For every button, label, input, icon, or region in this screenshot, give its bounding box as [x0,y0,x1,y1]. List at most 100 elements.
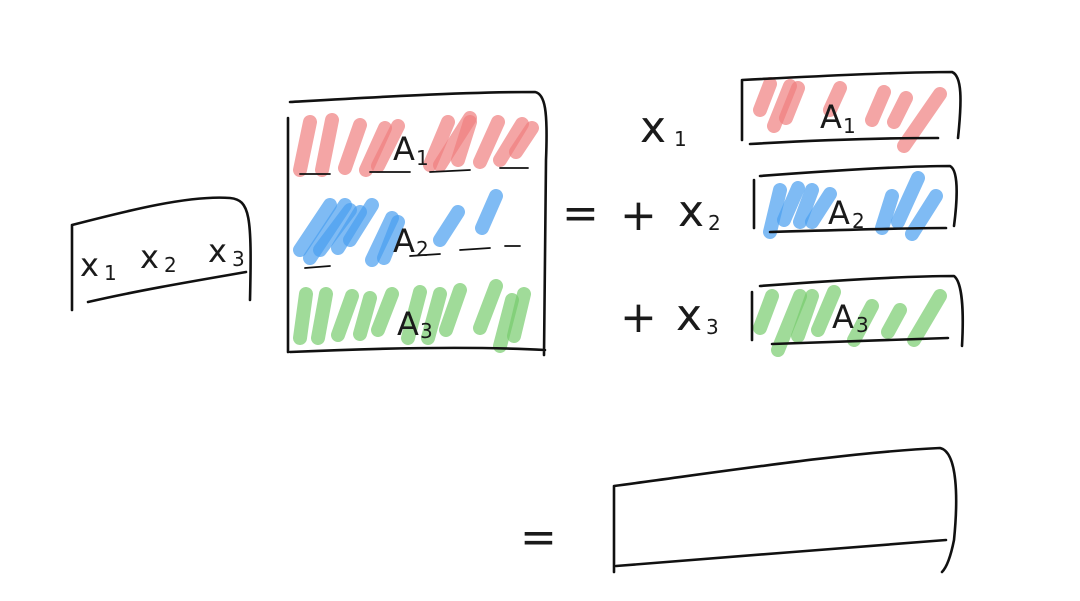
svg-text:A: A [397,305,419,343]
matrix-border [286,90,548,357]
term-2-coefficient: x 2 [678,186,721,237]
term-3-row-stroke-7 [907,289,947,347]
svg-text:x: x [676,290,702,341]
matrix-row-3-stroke-9 [473,279,503,335]
vector-entry-3: x 3 [208,232,245,271]
svg-text:x: x [678,186,704,237]
term-2: + x 2 A 2 [620,164,958,241]
svg-text:2: 2 [852,209,865,233]
term-2-row-stroke-5 [875,189,899,235]
term-2-row-stroke-6 [891,171,925,229]
expansion: = x 1 A 1 + x 2 A 2 [562,70,965,357]
matrix-row-1-stroke-9 [473,115,505,169]
matrix-row-2-stroke-7 [377,215,405,265]
matrix-row-3-stroke-8 [439,283,467,337]
matrix-row-3-stroke-2 [311,287,333,345]
svg-text:3: 3 [420,319,433,343]
row-vector: x 1 x 2 x 3 [70,196,252,312]
svg-text:3: 3 [706,315,719,339]
svg-text:1: 1 [104,261,117,285]
matrix-row-1-stroke-5 [371,119,405,173]
matrix-row-2-stroke-5 [343,198,379,247]
svg-text:1: 1 [674,127,687,151]
svg-text:1: 1 [843,114,856,138]
term-3-row-bracket [750,274,965,348]
matrix-row-1-highlight [293,111,539,177]
matrix-row-1-stroke-8 [451,115,477,167]
term-3-row-highlight [753,285,947,357]
svg-text:3: 3 [232,247,245,271]
term-1-row-stroke-3 [779,81,805,125]
result-empty-row-vector [612,446,958,574]
term-2-row-stroke-4 [805,187,837,229]
term-1-row-stroke-5 [865,85,891,127]
term-2-row-stroke-1 [763,183,787,239]
term-2-row-stroke-2 [777,181,805,227]
matrix-row-3-stroke-7 [421,287,447,345]
matrix-row-3-stroke-6 [401,285,427,345]
matrix-row-2-stroke-1 [293,198,337,257]
svg-text:A: A [820,98,842,136]
svg-text:x: x [140,238,159,276]
matrix-row-2-highlight [293,189,503,267]
svg-text:x: x [640,102,666,153]
term-2-row-bracket [752,164,958,234]
matrix-row-3-stroke-1 [293,287,313,345]
svg-text:x: x [208,232,227,270]
matrix-row-1-stroke-11 [509,121,539,159]
matrix-row-3-stroke-5 [371,287,399,337]
matrix-row-3-highlight [293,279,531,353]
matrix-row-3-stroke-10 [493,293,519,353]
equals-sign-1: = [562,188,599,239]
matrix-row-2-stroke-8 [433,205,465,247]
matrix-row-1-stroke-2 [315,113,339,177]
matrix-row-1-stroke-4 [359,121,392,177]
vector-entry-2: x 2 [140,238,177,277]
matrix-row-2-label: A 2 [393,222,429,261]
matrix-row-2-stroke-9 [475,189,503,235]
svg-text:2: 2 [416,237,429,261]
matrix-row-1-stroke-3 [338,118,367,175]
matrix-row-2-stroke-3 [313,203,357,257]
term-1-row-stroke-2 [767,79,797,133]
term-2-row-label: A 2 [828,194,865,233]
matrix-row-3-label: A 3 [397,305,433,343]
term-1-row-bracket [740,70,962,146]
svg-text:2: 2 [708,211,721,235]
matrix-row-1-stroke-10 [493,117,529,167]
svg-text:A: A [828,194,850,232]
svg-text:A: A [393,222,415,260]
term-1-row-stroke-6 [887,91,913,129]
svg-text:A: A [393,130,415,168]
term-3-row-stroke-3 [791,289,819,343]
term-1-row-label: A 1 [820,98,856,138]
svg-text:2: 2 [164,253,177,277]
plus-sign-3: + [620,292,657,343]
term-3: + x 3 A 3 [620,274,965,357]
matrix-row-1-stroke-6 [423,115,455,172]
term-3-row-stroke-1 [753,289,779,335]
term-1-coefficient: x 1 [640,102,687,153]
term-3-row-stroke-6 [881,303,907,339]
svg-text:1: 1 [416,146,429,170]
matrix-row-divider-1 [299,167,529,175]
matrix-row-2-stroke-6 [365,211,399,267]
svg-text:A: A [832,298,854,336]
term-3-row-stroke-2 [771,289,807,357]
term-1-row-stroke-1 [753,77,777,117]
term-3-row-stroke-5 [847,299,879,347]
vector-entry-1: x 1 [80,246,117,285]
row-vector-bracket [70,196,252,312]
matrix-row-1-stroke-1 [293,115,317,177]
matrix-row-1-label: A 1 [393,130,429,170]
matrix: A 1 A 2 A 3 [286,90,548,357]
term-2-row-stroke-3 [793,183,819,229]
matrix-row-3-stroke-3 [331,289,359,342]
matrix-row-divider-2 [304,245,521,269]
result: = [520,446,958,574]
term-3-coefficient: x 3 [676,290,719,341]
term-1: x 1 A 1 [640,70,962,153]
equals-sign-2: = [520,512,557,563]
svg-text:3: 3 [856,313,869,337]
